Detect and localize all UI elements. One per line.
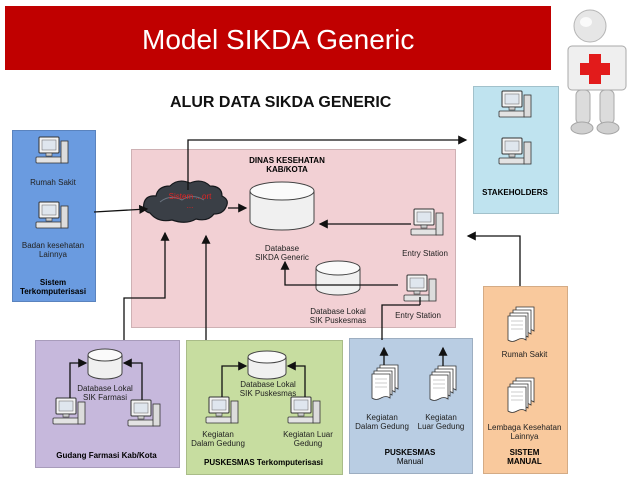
badan-kesehatan-label-1: Badan kesehatan xyxy=(21,241,85,250)
entry-station-1-label: Entry Station xyxy=(402,249,448,258)
dinkes-title-1: DINAS KESEHATAN xyxy=(249,156,325,165)
puskesmas-manual-box xyxy=(349,338,473,474)
kegiatan-luar-label-1: Kegiatan Luar xyxy=(283,430,333,439)
pc-stakeholder-1-icon xyxy=(498,90,532,118)
kegiatan-dalam-label-2: Dalam Gedung xyxy=(191,439,245,448)
db-farmasi-label-1: Database Lokal xyxy=(77,384,133,393)
stakeholders-title: STAKEHOLDERS xyxy=(482,188,548,197)
db-sikda-generic-icon xyxy=(249,181,315,231)
manual-kegiatan-dalam-label-1: Kegiatan xyxy=(366,413,398,422)
db-farmasi-icon xyxy=(87,348,123,380)
manual-kegiatan-dalam-label-2: Dalam Gedung xyxy=(355,422,409,431)
puskesmas-manual-title-2: Manual xyxy=(396,457,424,466)
dinkes-title-2: KAB/KOTA xyxy=(266,165,308,174)
docs-kegiatan-luar-icon xyxy=(430,366,456,401)
sistem-manual-title-2: MANUAL xyxy=(507,457,542,466)
db-puskesmas-komp-label-2: SIK Puskesmas xyxy=(239,389,297,398)
kegiatan-dalam-label-1: Kegiatan xyxy=(202,430,234,439)
pc-farmasi-right-icon xyxy=(127,399,161,427)
medical-figure-icon xyxy=(567,9,627,135)
puskesmas-komp-title: PUSKESMAS Terkomputerisasi xyxy=(204,458,323,467)
pc-rumah-sakit-icon xyxy=(35,136,69,164)
manual-kegiatan-luar-label-2: Luar Gedung xyxy=(417,422,465,431)
cloud-icon xyxy=(143,180,228,223)
pc-stakeholder-2-icon xyxy=(498,137,532,165)
docs-rumah-sakit-icon xyxy=(508,307,534,342)
terkomputerisasi-title-1: Sistem xyxy=(39,278,67,287)
sistem-manual-title-1: SISTEM xyxy=(509,448,540,457)
rumah-sakit-label: Rumah Sakit xyxy=(30,178,76,187)
slide-title: Model SIKDA Generic xyxy=(142,24,415,55)
db-lokal-label-2: SIK Puskesmas xyxy=(309,316,367,325)
docs-kegiatan-dalam-icon xyxy=(372,365,398,400)
db-generic-label-2: SIKDA Generic xyxy=(255,253,309,262)
puskesmas-manual-title-1: PUSKESMAS xyxy=(384,448,436,457)
db-puskesmas-komp-icon xyxy=(247,350,287,380)
db-lokal-label-1: Database Lokal xyxy=(310,307,366,316)
pc-entry-station-1-icon xyxy=(410,208,444,236)
db-puskesmas-komp-label-1: Database Lokal xyxy=(240,380,296,389)
diagram-title: ALUR DATA SIKDA GENERIC xyxy=(170,94,392,111)
badan-kesehatan-label-2: Lainnya xyxy=(38,250,68,259)
kegiatan-luar-label-2: Gedung xyxy=(293,439,323,448)
terkomputerisasi-title-2: Terkomputerisasi xyxy=(19,287,87,296)
pc-kegiatan-luar-icon xyxy=(287,396,321,424)
manual-kegiatan-luar-label-1: Kegiatan xyxy=(425,413,457,422)
farmasi-title: Gudang Farmasi Kab/Kota xyxy=(56,451,157,460)
manual-rumah-sakit-label: Rumah Sakit xyxy=(501,350,548,359)
db-farmasi-label-2: SIK Farmasi xyxy=(82,393,127,402)
pc-kegiatan-dalam-icon xyxy=(205,396,239,424)
pc-badan-kesehatan-icon xyxy=(35,201,69,229)
cloud-label-2: ... xyxy=(186,201,194,210)
cloud-label-1: Sistem ...ort xyxy=(168,192,212,201)
slide-title-bar xyxy=(5,6,551,70)
db-generic-label-1: Database xyxy=(264,244,300,253)
db-lokal-puskesmas-icon xyxy=(315,260,361,296)
connectors xyxy=(69,135,521,400)
lembaga-kesehatan-label-1: Lembaga Kesehatan xyxy=(487,423,562,432)
entry-station-2-label: Entry Station xyxy=(395,311,441,320)
dinkes-box xyxy=(131,149,456,328)
lembaga-kesehatan-label-2: Lainnya xyxy=(510,432,539,441)
docs-lembaga-icon xyxy=(508,378,534,413)
